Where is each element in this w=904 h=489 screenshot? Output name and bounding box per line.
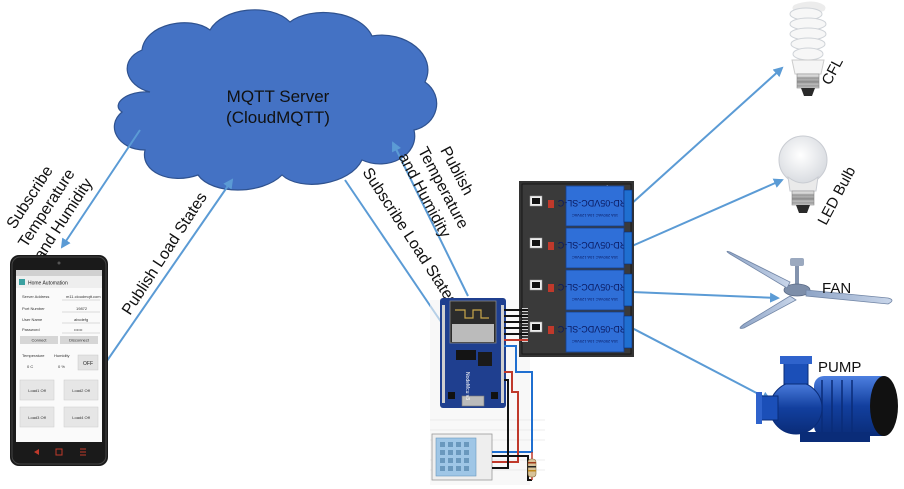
dht-sensor [431,433,493,481]
relay-unit: SRD-05VDC-SL-C 10A 250VAC 10A 125VAC [529,185,633,227]
temperature-label: Temperature [22,353,45,358]
pump-label: PUMP [818,359,861,376]
arrow-phone-to-cloud [101,178,234,369]
app-title: Home Automation [28,281,68,287]
cloud-title: MQTT Server [227,87,330,106]
relay-rating-text: 10A 250VAC 10A 125VAC [572,213,618,218]
arrow-relay-to-led [631,178,784,247]
arrow-relay-to-cfl [629,66,784,206]
load4-label: Load4 Off [72,415,90,420]
menu-key-icon[interactable] [80,448,86,456]
arrow-relay-to-pump [631,327,772,401]
field-value: m11.cloudmqtt.com [66,294,101,299]
field-label: Port Number [22,306,45,311]
arrow-nodemcu-to-cloud [392,141,469,297]
load1-button[interactable] [19,379,55,401]
nodemcu-board: NodeMcu v3 [440,298,506,408]
relay-model-text: SRD-05VDC-SL-C [557,198,632,208]
relay-rating-text: 10A 250VAC 10A 125VAC [572,339,618,344]
connect-label: Connect [32,338,48,343]
arrow-relay-to-fan [631,291,780,303]
off-button[interactable] [77,354,99,371]
field-value: •••••• [74,327,83,332]
relay-rating-text: 10A 250VAC 10A 125VAC [572,255,618,260]
cloud-shape [113,9,438,191]
humidity-label: Humidity [54,353,70,358]
arrow-cloud-to-phone [60,129,141,249]
fan-label: FAN [822,280,851,297]
disconnect-label: Disconnect [69,338,90,343]
relay-model-text: SRD-05VDC-SL-C [557,324,632,334]
app-bar [16,276,102,288]
relay-unit: SRD-05VDC-SL-C 10A 250VAC 10A 125VAC [529,227,633,269]
relay-model-text: SRD-05VDC-SL-C [557,282,632,292]
field-label: User Name [22,317,43,322]
humidity-value: 0 % [58,364,65,369]
field-label: Password [22,327,40,332]
relay-rating-text: 10A 250VAC 10A 125VAC [572,297,618,302]
load3-button[interactable] [19,406,55,428]
load2-button[interactable] [63,379,99,401]
connect-button[interactable] [20,336,58,344]
relay-model-text: SRD-05VDC-SL-C [557,240,632,250]
field-label: Server Address [22,294,49,299]
cfl-lamp: CFL [789,1,847,96]
load4-button[interactable] [63,406,99,428]
smartphone: Home Automation Server Address m11.cloud… [10,255,108,466]
cloud-subtitle: (CloudMQTT) [226,108,330,127]
field-value: 19872 [76,306,88,311]
off-label: OFF [83,361,93,367]
nodemcu-label: NodeMcu v3 [464,372,470,400]
load3-label: Load3 Off [28,415,46,420]
temperature-value: 0 C [27,364,33,369]
back-key-icon[interactable] [34,449,39,455]
relay-unit: SRD-05VDC-SL-C 10A 250VAC 10A 125VAC [529,269,633,311]
load2-label: Load2 Off [72,388,90,393]
disconnect-button[interactable] [60,336,98,344]
led-bulb: LED Bulb [778,135,859,228]
field-value: abcdefg [74,317,88,322]
relay-unit: SRD-05VDC-SL-C 10A 250VAC 10A 125VAC [529,311,633,353]
label-publish-load-states: Publish Load States [119,190,211,319]
resistor [527,458,537,478]
load1-label: Load1 Off [28,388,46,393]
mqtt-cloud: MQTT Server (CloudMQTT) [113,9,438,191]
water-pump: PUMP [756,356,898,442]
ceiling-fan: FAN [726,250,893,329]
home-key-icon[interactable] [55,448,63,456]
